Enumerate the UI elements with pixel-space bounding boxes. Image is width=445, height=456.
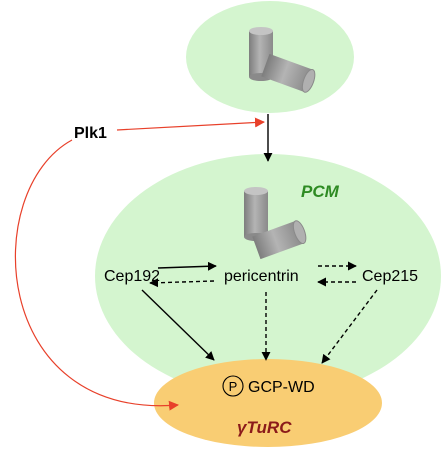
- gamma-turc-label: γTuRC: [237, 418, 292, 437]
- pcm-label: PCM: [301, 182, 340, 201]
- phospho-label: P: [229, 379, 238, 394]
- plk1-label: Plk1: [74, 125, 107, 142]
- pericentrin-to-cep192-arrow: [149, 278, 215, 288]
- cep192-to-gcpwd-arrow: [141, 289, 215, 361]
- cep215-to-gcpwd-arrow: [321, 289, 378, 364]
- cep192-label: Cep192: [104, 268, 160, 285]
- centriole-pair-icon: [249, 27, 316, 93]
- gcp-wd-label: GCP-WD: [248, 379, 315, 396]
- phospho-circle-icon: [222, 375, 244, 397]
- pcm-centriole-pair-icon: [244, 187, 307, 260]
- pericentrin-label: pericentrin: [224, 268, 299, 285]
- cep192-to-pericentrin-arrow: [157, 261, 217, 271]
- plk1-activation-arrow: [116, 117, 265, 131]
- plk1-phosphorylation-arrow: [14, 139, 179, 411]
- cep215-label: Cep215: [362, 268, 418, 285]
- pcm-ellipse: [95, 154, 441, 398]
- gamma-turc-ellipse: [154, 359, 382, 447]
